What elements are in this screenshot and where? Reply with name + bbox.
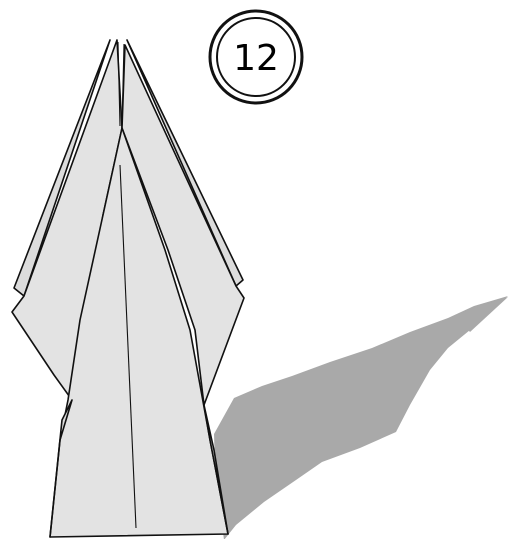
step-number-badge: 12 — [210, 11, 302, 103]
cast-shadow — [214, 296, 508, 539]
step-number: 12 — [233, 38, 279, 79]
